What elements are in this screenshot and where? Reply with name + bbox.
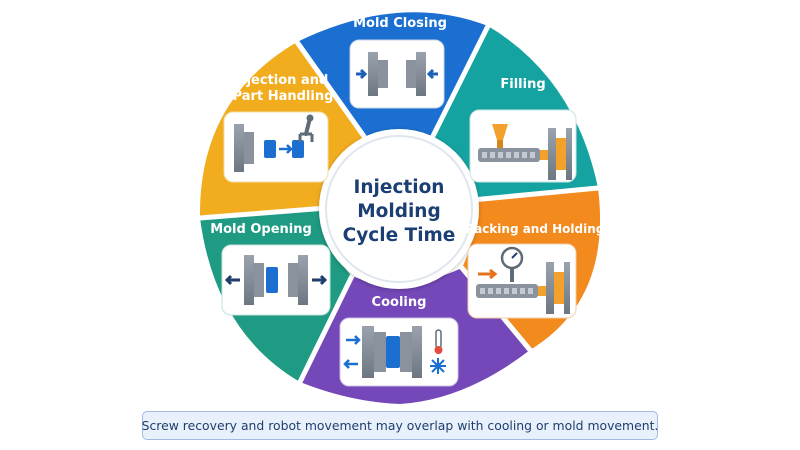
mold-closing-icon [349,39,445,109]
mold-opening-icon [221,244,331,316]
overlap-note: Screw recovery and robot movement may ov… [142,411,658,440]
label-filling: Filling [500,77,545,92]
ejection-robot-icon [223,111,329,183]
label-ejection-line1: Ejection and [238,73,329,88]
center-title-line2: Molding [357,201,440,222]
filling-icon [469,109,577,183]
center-title-line1: Injection [354,177,445,198]
label-mold-opening: Mold Opening [210,222,312,237]
cooling-icon [339,317,459,387]
label-ejection-line2: Part Handling [233,89,334,104]
label-packing-holding: Packing and Holding [466,222,605,236]
label-mold-closing: Mold Closing [353,16,447,31]
packing-holding-icon [467,243,577,319]
center-title-line3: Cycle Time [343,225,456,246]
center-hub: Injection Molding Cycle Time [319,129,479,289]
label-cooling: Cooling [372,295,427,310]
